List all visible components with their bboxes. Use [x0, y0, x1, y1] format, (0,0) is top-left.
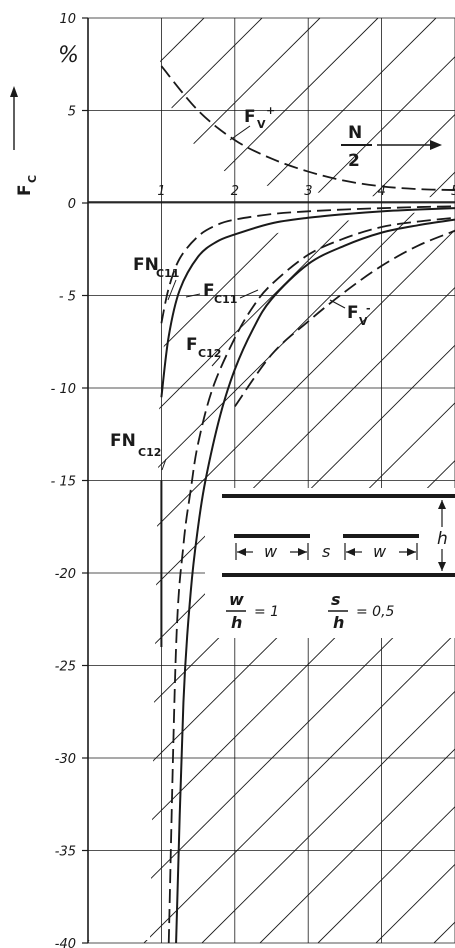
label-fnc12-sub: C12 [138, 446, 161, 459]
label-fc11-main: F [203, 281, 215, 301]
label-fv-plus: F V + [229, 104, 275, 141]
label-fv-plus-sup: + [266, 104, 275, 117]
label-fv-plus-main: F [244, 107, 256, 127]
y-tick-label: - 10 [51, 382, 76, 397]
hatch-line [88, 575, 455, 942]
x-arrow-num: N [348, 123, 362, 143]
label-fc12-main: F [186, 335, 198, 355]
y-tick-label: 5 [68, 105, 76, 120]
y-tick-label: 10 [59, 12, 76, 27]
hatch-line [88, 113, 455, 481]
label-fv-plus-sub: V [257, 118, 266, 131]
label-fc12-sub: C12 [198, 347, 221, 360]
hatch-line [143, 633, 455, 943]
label-fc12: F C12 [186, 335, 221, 367]
label-fv-minus-sub: V [359, 315, 368, 328]
series-curves [160, 65, 455, 943]
series-labels: F V + FN C11 F C11 F V - F C12 FN [110, 104, 371, 471]
series-line-1 [160, 205, 455, 324]
y-tick-label: -25 [55, 660, 76, 675]
series-line-5 [167, 216, 455, 943]
y-tick-label: -35 [55, 845, 76, 860]
y-tick-label: - 5 [59, 290, 76, 305]
dim-h: h [437, 529, 448, 549]
y-axis-label: F [15, 184, 35, 196]
x-tick-label: 5 [451, 184, 455, 199]
geometry-inset: w s w h w h = 1 s h = 0,5 [205, 488, 455, 638]
y-tick-label: -20 [55, 567, 76, 582]
y-tick-label: - 15 [51, 475, 76, 490]
hatch-line [201, 690, 455, 943]
ratio-w-num: w [229, 590, 244, 609]
x-tick-label: 3 [304, 184, 312, 199]
y-tick-label: 0 [68, 197, 76, 212]
label-fc11: F C11 [185, 281, 259, 306]
unhatched-top-region [88, 18, 455, 202]
ratio-w-den: h [231, 613, 242, 632]
y-ticks: 10 5 0 - 5 - 10 - 15 -20 -25 -30 -35 -40 [51, 12, 88, 948]
ratio-w-val: = 1 [254, 604, 279, 620]
hatch-line [0, 18, 30, 943]
dim-w-left: w [264, 542, 278, 561]
series-line-2 [160, 207, 455, 398]
label-fnc11: FN C11 [133, 255, 179, 301]
ratio-s-num: s [331, 590, 341, 609]
label-fv-minus-main: F [347, 303, 359, 323]
ratio-s-val: = 0,5 [356, 604, 395, 620]
y-axis-label-sub: C [26, 175, 39, 183]
x-arrow-label: N 2 [341, 123, 442, 171]
x-tick-label: 1 [157, 184, 165, 199]
hatch-line [88, 517, 455, 884]
hatch-line [88, 56, 455, 423]
hatch-line [259, 748, 455, 943]
label-fnc12: FN C12 [110, 431, 167, 471]
dim-w-right: w [373, 542, 387, 561]
x-arrow-den: 2 [348, 151, 360, 171]
series-line-4 [175, 218, 455, 943]
label-fnc12-main: FN [110, 431, 136, 451]
x-tick-label: 2 [231, 184, 239, 199]
ratio-s-den: h [333, 613, 344, 632]
hatch-line [88, 18, 437, 365]
unhatched-left-region [88, 202, 455, 940]
y-tick-label: -40 [55, 937, 76, 948]
dim-s: s [322, 542, 330, 561]
label-fv-minus-sup: - [366, 302, 371, 315]
label-fnc11-sub: C11 [156, 267, 179, 280]
x-tick-label: 4 [378, 184, 386, 199]
y-axis-arrowhead [10, 86, 18, 97]
x-arrow-head [430, 140, 442, 150]
y-tick-label: -30 [55, 752, 76, 767]
label-fnc11-main: FN [133, 255, 159, 275]
label-fv-minus: F V - [329, 299, 371, 328]
x-ticks: 1 2 3 4 5 [157, 184, 455, 199]
series-line-0 [160, 65, 455, 191]
y-axis-title: F C [10, 86, 39, 196]
y-unit-label: % [58, 43, 79, 68]
series-line-3 [234, 229, 455, 408]
label-fc11-sub: C11 [214, 293, 237, 306]
